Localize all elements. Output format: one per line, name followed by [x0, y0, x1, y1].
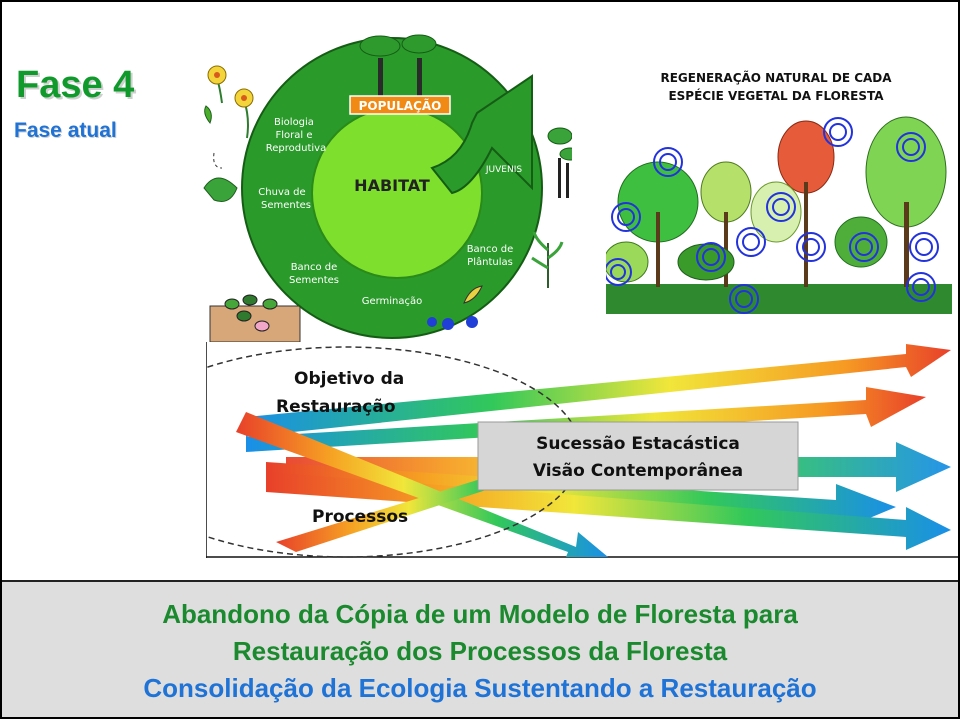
floral-biology-line-3: Reprodutiva — [266, 143, 326, 154]
restoration-arrows-panel: Objetivo da Restauração Processos Sucess… — [206, 342, 958, 558]
seed-bank-line-2: Sementes — [289, 275, 339, 286]
floral-biology-line-2: Floral e — [276, 130, 313, 141]
seed-rain-line-1: Chuva de — [258, 187, 305, 198]
seedling-icon — [531, 231, 564, 288]
forest-regeneration-illustration: REGENERAÇÃO NATURAL DE CADA ESPÉCIE VEGE… — [606, 70, 952, 314]
footer-line-3: Consolidação da Ecologia Sustentando a R… — [143, 673, 817, 703]
processes-label: Processos — [312, 507, 408, 527]
seed-rain-line-2: Sementes — [261, 200, 311, 211]
juvenis-label: JUVENIS — [485, 165, 522, 175]
footer-line-2: Restauração dos Processos da Floresta — [232, 636, 728, 666]
flower-icon — [204, 65, 254, 139]
soil-seed-bank-icon — [209, 294, 301, 343]
box-line-2: Visão Contemporânea — [533, 461, 743, 481]
footer-banner: Abandono da Cópia de um Modelo de Flores… — [2, 580, 958, 717]
seedling-bank-line-1: Banco de — [467, 244, 514, 255]
population-label: POPULAÇÃO — [359, 98, 442, 113]
germination-label: Germinação — [362, 296, 423, 307]
tree-icon — [359, 34, 437, 98]
floral-biology-line-1: Biologia — [274, 117, 314, 128]
objective-line-2: Restauração — [276, 397, 396, 417]
ecological-cycle-diagram: POPULAÇÃO HABITAT JUVENIS Biologia Flora… — [203, 34, 572, 343]
seed-bank-line-1: Banco de — [291, 262, 338, 273]
footer-line-1: Abandono da Cópia de um Modelo de Flores… — [162, 599, 798, 629]
seed-pod-icon — [203, 152, 238, 202]
regeneration-cycle-icon — [606, 117, 939, 314]
objective-line-1: Objetivo da — [294, 369, 404, 389]
phase-subtitle: Fase atual — [14, 119, 117, 142]
box-line-1: Sucessão Estacástica — [536, 434, 740, 454]
seedling-bank-line-2: Plântulas — [467, 256, 513, 268]
regeneration-title-line-1: REGENERAÇÃO NATURAL DE CADA — [660, 70, 892, 85]
juvenile-tree-icon — [547, 127, 572, 198]
phase-title: Fase 4 — [16, 64, 135, 106]
regeneration-title-line-2: ESPÉCIE VEGETAL DA FLORESTA — [668, 88, 884, 103]
germinating-seed-icon — [427, 285, 483, 330]
habitat-label: HABITAT — [354, 176, 430, 195]
